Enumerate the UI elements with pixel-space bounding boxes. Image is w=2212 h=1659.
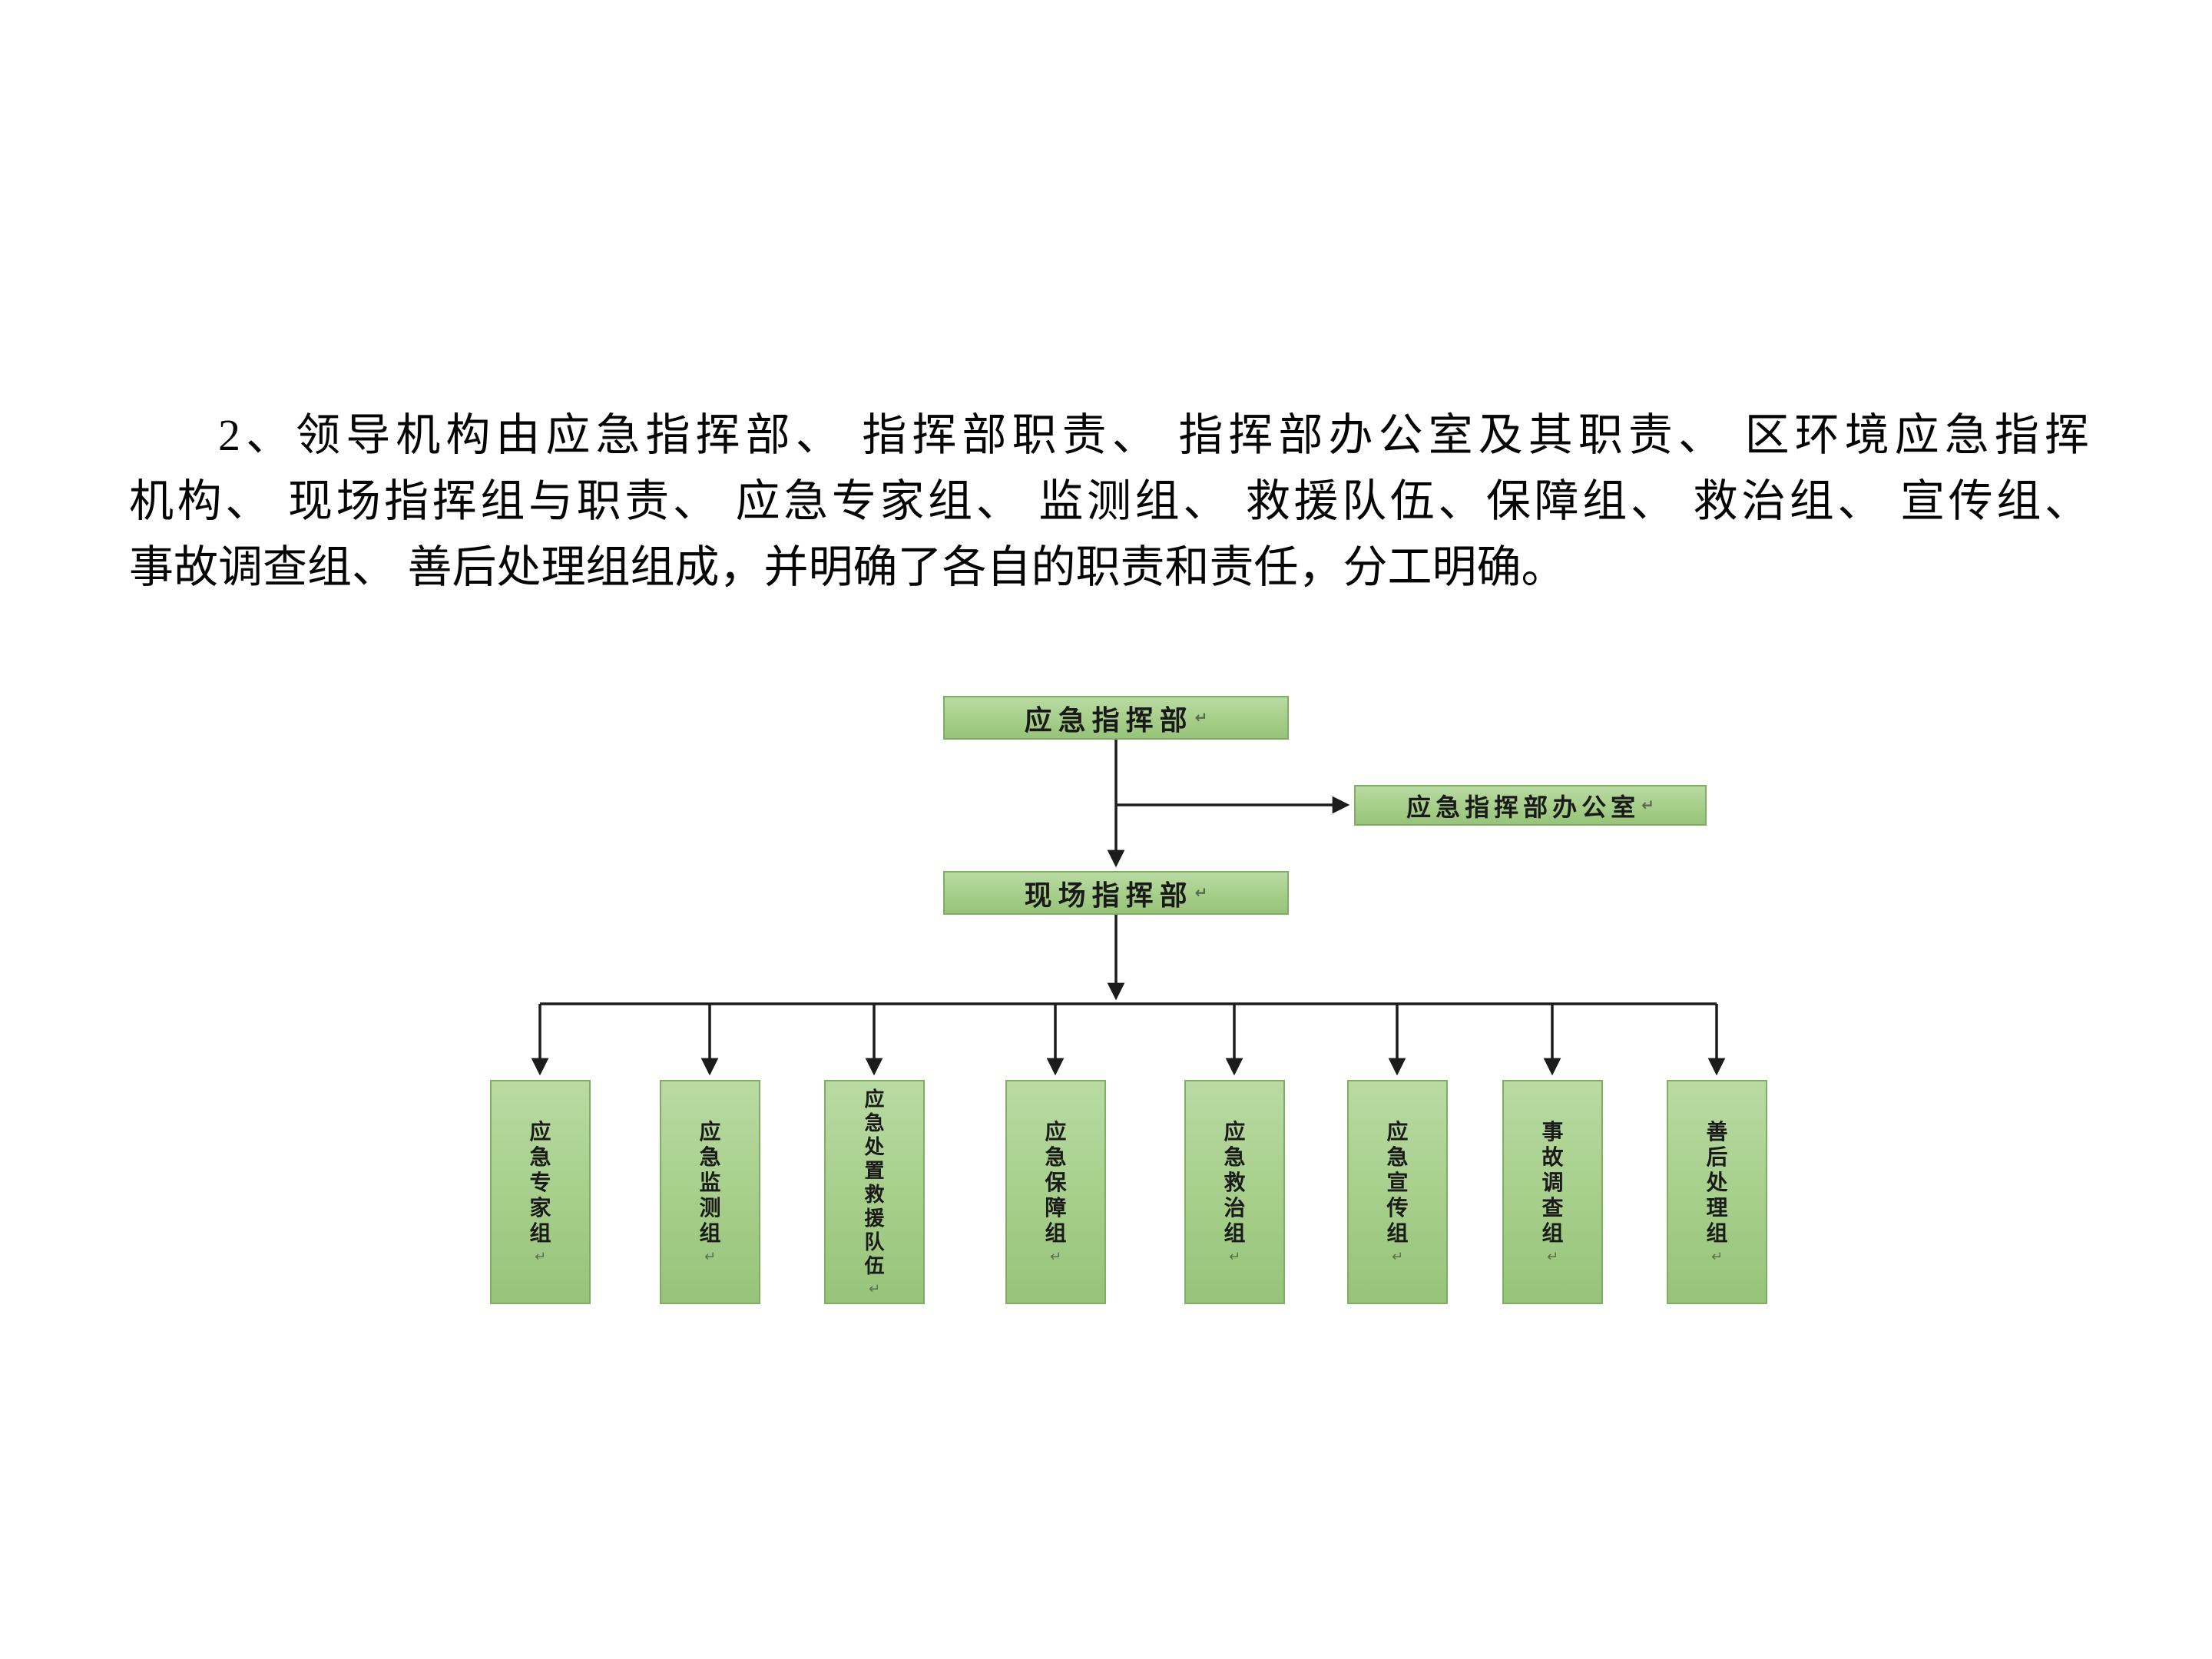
node-field-command: 现场指挥部↵ (943, 871, 1289, 915)
line-break-mark: ↵ (1391, 1249, 1404, 1264)
group-label: 善后处理组 (1706, 1120, 1728, 1245)
node-label: 应急指挥部 (1024, 704, 1194, 736)
line-break-mark: ↵ (1194, 710, 1208, 727)
node-emergency-command: 应急指挥部↵ (943, 696, 1289, 740)
group-label: 应急救治组 (1224, 1120, 1246, 1245)
group-label: 应急处置救援队伍 (864, 1087, 885, 1277)
group-node-expert: 应急专家组 ↵ (490, 1080, 591, 1304)
group-node-publicity: 应急宣传组 ↵ (1347, 1080, 1448, 1304)
line-break-mark: ↵ (1641, 797, 1654, 814)
paragraph-line-1: 2、领导机构由应急指挥部、 指挥部职责、 指挥部办公室及其职责、 区环境应急指挥 (218, 410, 2089, 460)
line-break-mark: ↵ (1194, 885, 1208, 902)
line-break-mark: ↵ (534, 1249, 547, 1264)
group-node-aftermath: 善后处理组 ↵ (1667, 1080, 1767, 1304)
line-break-mark: ↵ (704, 1249, 717, 1264)
group-node-support: 应急保障组 ↵ (1005, 1080, 1106, 1304)
paragraph-line-3: 事故调查组、 善后处理组组成，并明确了各自的职责和责任，分工明确。 (129, 542, 1566, 592)
line-break-mark: ↵ (868, 1280, 881, 1296)
line-break-mark: ↵ (1228, 1249, 1241, 1264)
group-node-investigation: 事故调查组 ↵ (1502, 1080, 1603, 1304)
group-label: 应急宣传组 (1386, 1120, 1409, 1245)
body-paragraph: 2、领导机构由应急指挥部、 指挥部职责、 指挥部办公室及其职责、 区环境应急指挥… (129, 402, 2089, 601)
paragraph-line-2: 机构、 现场指挥组与职责、 应急专家组、 监测组、 救援队伍、保障组、 救治组、… (129, 476, 2089, 526)
node-label: 应急指挥部办公室 (1406, 793, 1641, 821)
line-break-mark: ↵ (1546, 1249, 1559, 1264)
group-node-monitoring: 应急监测组 ↵ (660, 1080, 760, 1304)
line-break-mark: ↵ (1710, 1249, 1724, 1264)
group-label: 应急保障组 (1045, 1120, 1067, 1245)
group-label: 应急专家组 (529, 1120, 551, 1245)
node-label: 现场指挥部 (1024, 879, 1194, 911)
group-node-treatment: 应急救治组 ↵ (1184, 1080, 1285, 1304)
group-label: 事故调查组 (1541, 1120, 1564, 1245)
group-label: 应急监测组 (699, 1120, 721, 1245)
group-node-rescue-team: 应急处置救援队伍 ↵ (824, 1080, 925, 1304)
node-command-office: 应急指挥部办公室↵ (1354, 785, 1707, 826)
line-break-mark: ↵ (1049, 1249, 1062, 1264)
